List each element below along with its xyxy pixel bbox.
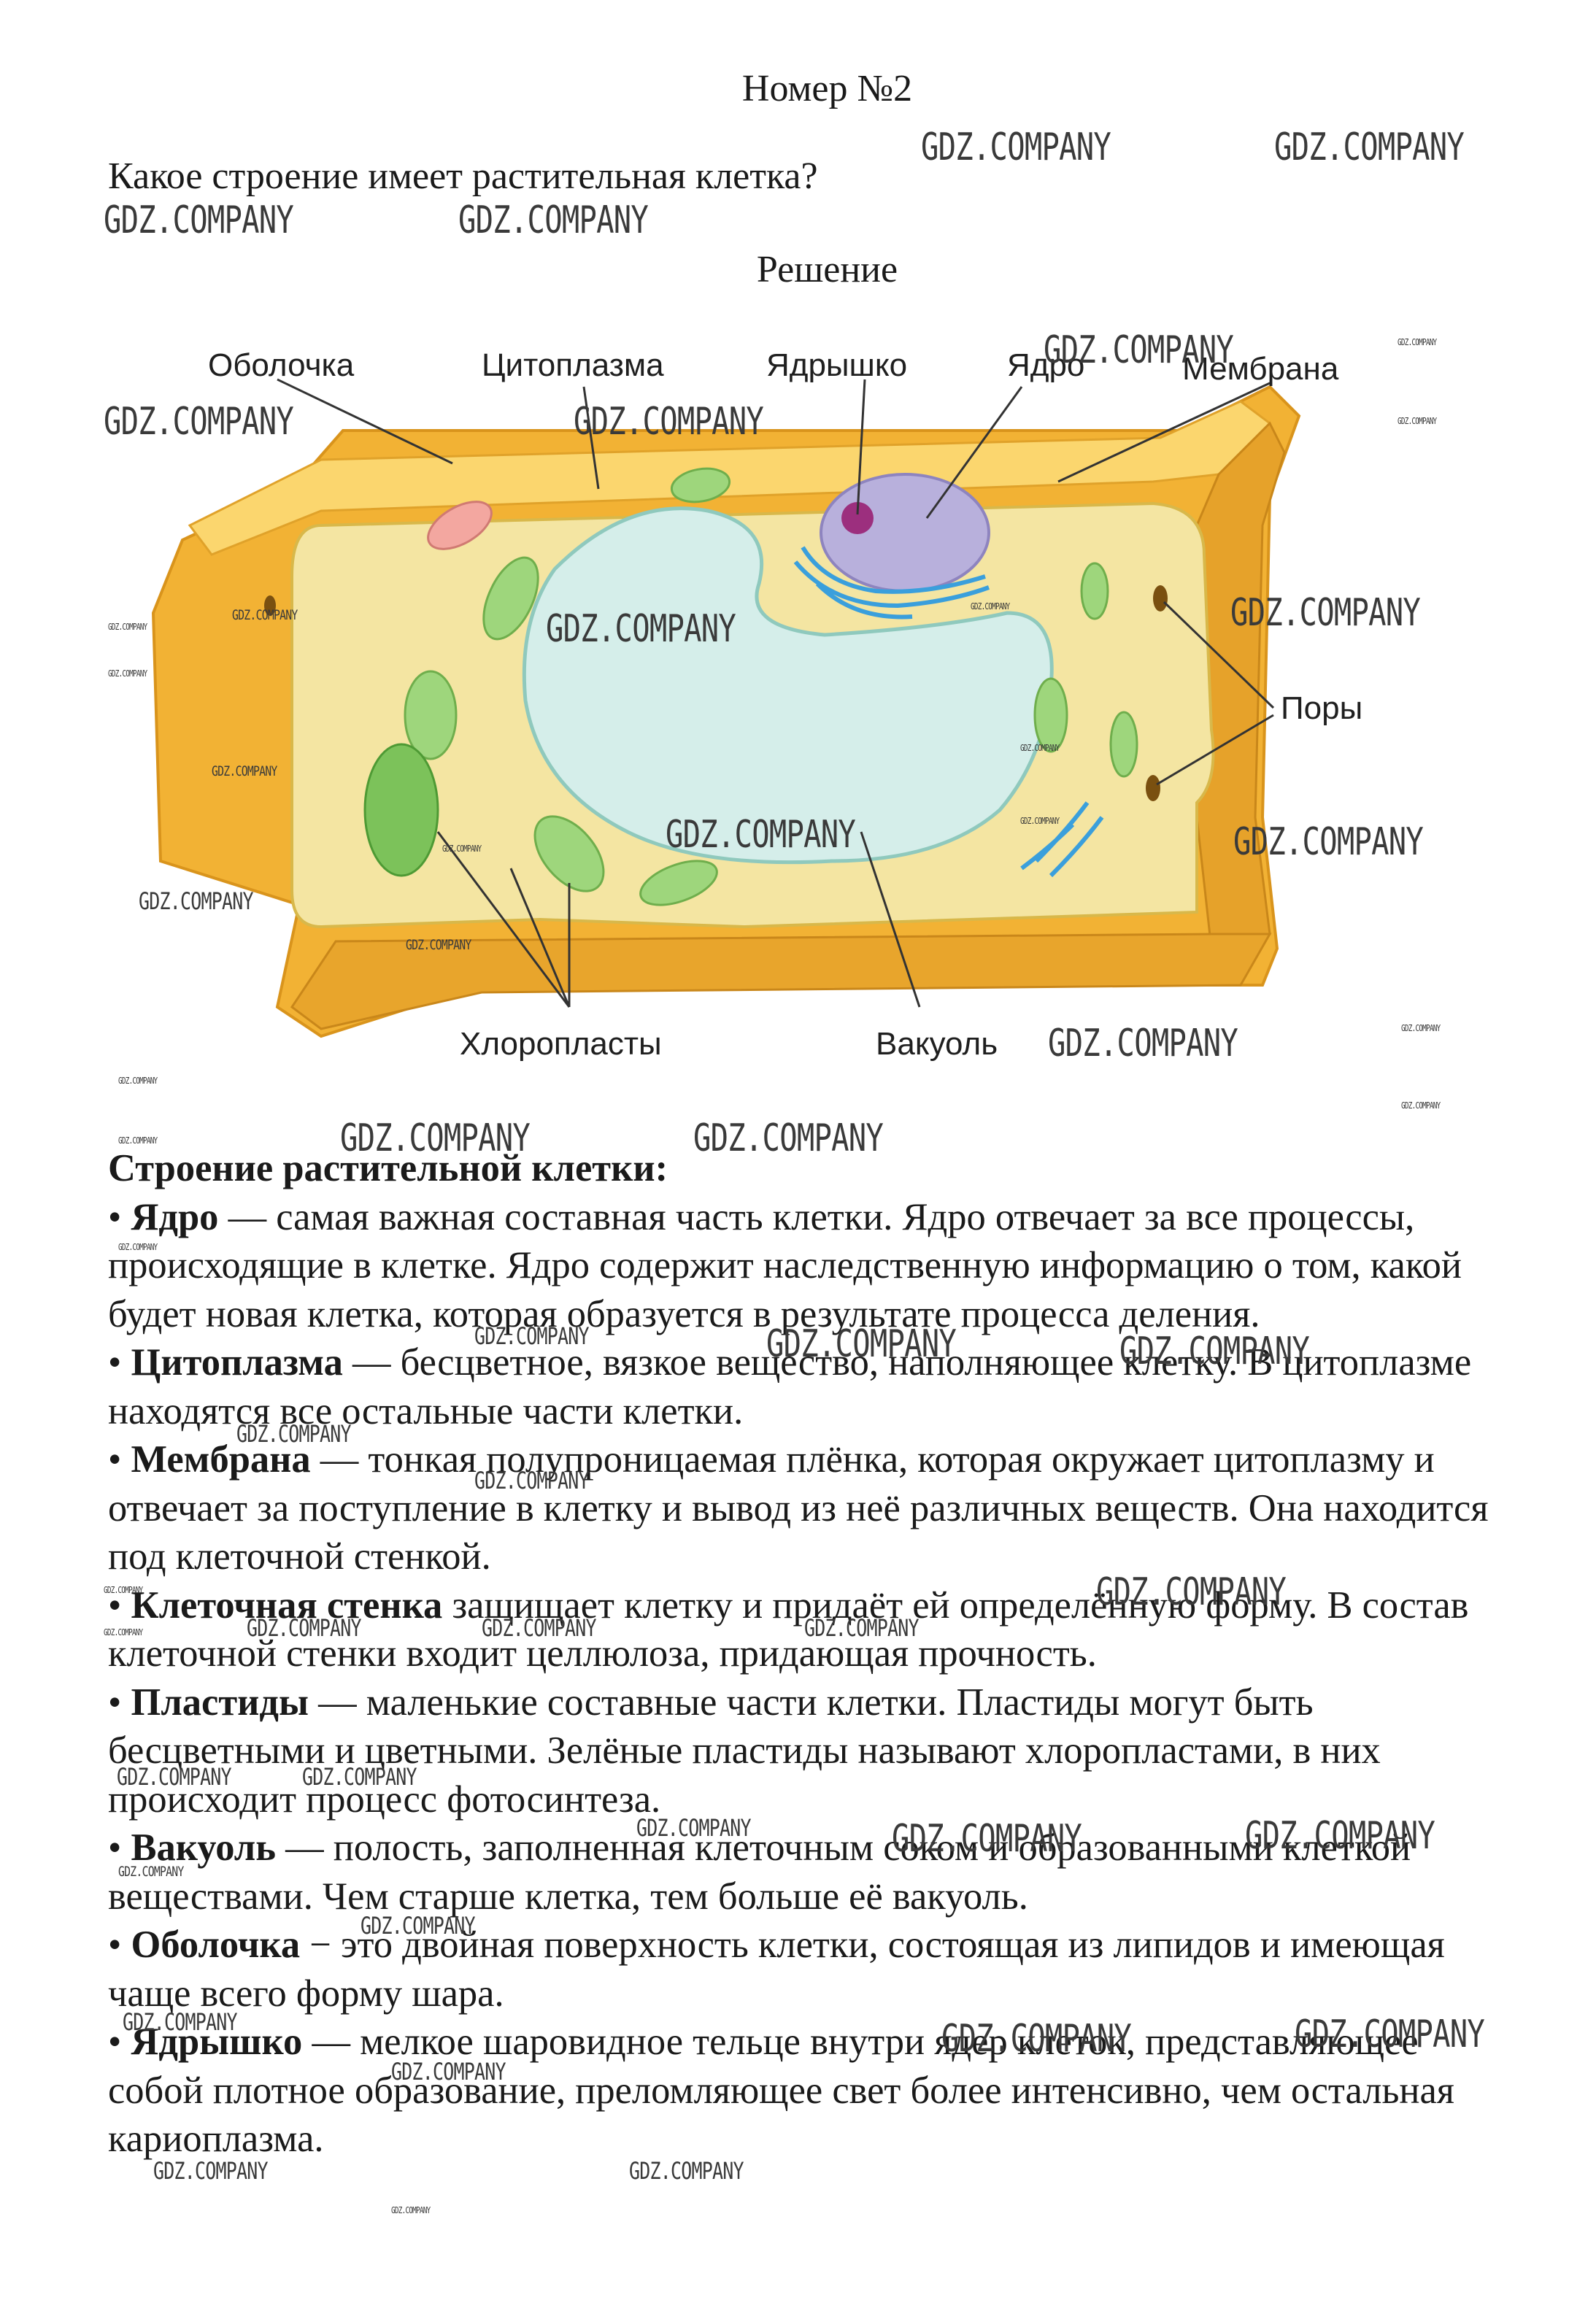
endoplasmic-reticulum — [793, 546, 1104, 878]
label-nucleus: Ядро — [1007, 347, 1084, 383]
label-membrane: Мембрана — [1182, 351, 1339, 387]
chloroplast — [533, 815, 605, 892]
answer-item: • Клеточная стенка защищает клетку и при… — [108, 1583, 1469, 1675]
answer-body: Строение растительной клетки: • Ядро — с… — [108, 1144, 1495, 2164]
pore — [264, 595, 276, 616]
label-chloroplasts: Хлоропласты — [460, 1026, 662, 1062]
answer-item: • Оболочка − это двойная поверхность кле… — [108, 1924, 1445, 2015]
pore — [1146, 775, 1160, 801]
question-text: Какое строение имеет растительная клетка… — [108, 155, 818, 197]
answer-item: • Ядро — самая важная составная часть кл… — [108, 1195, 1462, 1335]
answer-item: • Ядрышко — мелкое шаровидное тельце вну… — [108, 2021, 1454, 2160]
chloroplast — [1109, 711, 1138, 778]
solution-heading: Решение — [756, 249, 898, 290]
term: Вакуоль — [131, 1826, 277, 1869]
term: Ядро — [131, 1195, 219, 1238]
answer-item: • Цитоплазма — бесцветное, вязкое вещест… — [108, 1341, 1472, 1432]
page-title: Номер №2 — [741, 68, 913, 109]
plastid-red — [427, 501, 493, 550]
plant-cell-diagram: Оболочка Цитоплазма Ядрышко Ядро Мембран… — [102, 306, 1489, 1124]
term: Пластиды — [131, 1681, 309, 1724]
label-cytoplasm: Цитоплазма — [482, 347, 664, 383]
chloroplast — [670, 467, 731, 504]
term: Клеточная стенка — [131, 1583, 443, 1627]
label-vacuole: Вакуоль — [876, 1026, 998, 1062]
chloroplast — [639, 860, 718, 906]
leader-lines — [277, 378, 1275, 1008]
label-nucleolus: Ядрышко — [766, 347, 907, 383]
chloroplast — [404, 670, 458, 760]
pore — [1153, 585, 1168, 611]
chloroplast — [1080, 562, 1109, 620]
watermark: GDZ.COMPANY — [921, 126, 1111, 169]
term: Оболочка — [131, 1924, 301, 1966]
watermark: GDZ.COMPANY — [1274, 126, 1465, 169]
label-shell: Оболочка — [208, 347, 355, 383]
answer-heading: Строение растительной клетки: — [108, 1147, 668, 1189]
chloroplast-granum — [363, 743, 439, 877]
label-pores: Поры — [1281, 690, 1362, 726]
answer-item: • Мембрана — тонкая полупроницаемая плён… — [108, 1438, 1489, 1578]
chloroplast — [482, 556, 539, 641]
term: Цитоплазма — [131, 1341, 343, 1384]
watermark: GDZ.COMPANY — [104, 198, 294, 242]
watermark: GDZ.COMPANY — [391, 2205, 431, 2215]
term: Мембрана — [131, 1438, 311, 1481]
watermark: GDZ.COMPANY — [458, 198, 649, 242]
chloroplast — [1033, 677, 1068, 753]
plant-cell-svg: Оболочка Цитоплазма Ядрышко Ядро Мембран… — [151, 347, 1362, 1062]
nucleolus — [841, 502, 874, 534]
term: Ядрышко — [131, 2021, 303, 2063]
nucleus — [820, 473, 990, 593]
answer-item: • Пластиды — маленькие составные части к… — [108, 1681, 1381, 1821]
cell-wall-bottom — [290, 933, 1272, 1030]
answer-item: • Вакуоль — полость, заполненная клеточн… — [108, 1826, 1411, 1918]
